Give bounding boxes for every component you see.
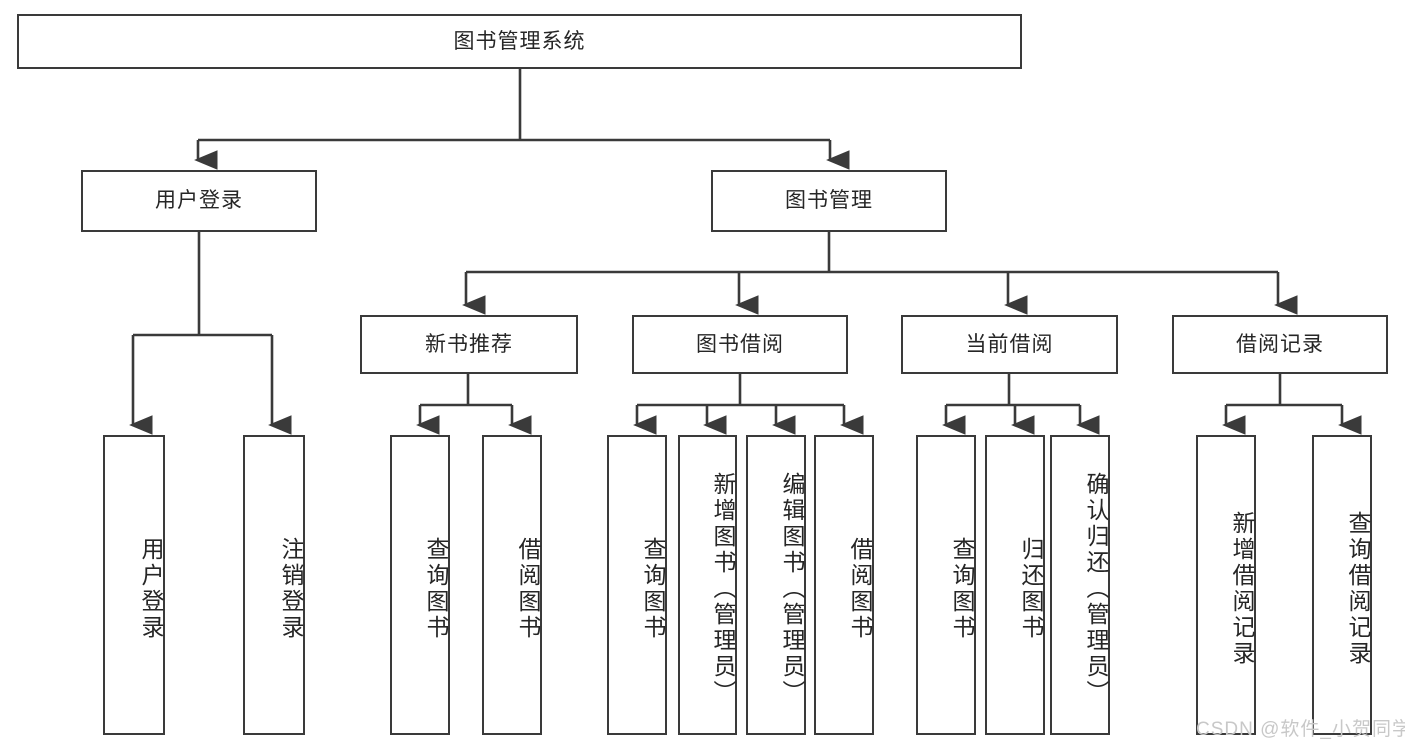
leaf-return-book[interactable]: 归还图书	[985, 435, 1045, 735]
node-book-borrow[interactable]: 图书借阅	[632, 315, 848, 374]
leaf-confirm-return-admin[interactable]: 确认归还（管理员）	[1050, 435, 1110, 735]
leaf-add-borrow-record-label: 新增借阅记录	[1229, 511, 1255, 667]
node-user-login-label: 用户登录	[155, 189, 243, 213]
leaf-search-book-current[interactable]: 查询图书	[916, 435, 976, 735]
leaf-borrow-book-label: 借阅图书	[847, 537, 873, 641]
leaf-search-book-borrow[interactable]: 查询图书	[607, 435, 667, 735]
leaf-confirm-return-admin-label: 确认归还（管理员）	[1083, 472, 1109, 706]
leaf-search-book-current-label: 查询图书	[949, 537, 975, 641]
leaf-add-book-admin-label: 新增图书（管理员）	[710, 472, 736, 706]
leaf-add-book-admin[interactable]: 新增图书（管理员）	[678, 435, 737, 735]
node-user-login[interactable]: 用户登录	[81, 170, 317, 232]
leaf-borrow-book-recommend[interactable]: 借阅图书	[482, 435, 542, 735]
node-root-label: 图书管理系统	[453, 29, 586, 53]
node-borrow-record[interactable]: 借阅记录	[1172, 315, 1388, 374]
leaf-user-login[interactable]: 用户登录	[103, 435, 165, 735]
node-book-management[interactable]: 图书管理	[711, 170, 947, 232]
leaf-logout-label: 注销登录	[278, 537, 304, 641]
leaf-return-book-label: 归还图书	[1018, 537, 1044, 641]
leaf-search-book-recommend[interactable]: 查询图书	[390, 435, 450, 735]
node-book-management-label: 图书管理	[785, 189, 873, 213]
node-current-borrow[interactable]: 当前借阅	[901, 315, 1118, 374]
leaf-search-book-recommend-label: 查询图书	[423, 537, 449, 641]
node-new-book-recommend-label: 新书推荐	[425, 332, 513, 356]
leaf-search-borrow-record-label: 查询借阅记录	[1345, 511, 1371, 667]
leaf-borrow-book-recommend-label: 借阅图书	[515, 537, 541, 641]
node-book-borrow-label: 图书借阅	[696, 332, 784, 356]
leaf-add-borrow-record[interactable]: 新增借阅记录	[1196, 435, 1256, 735]
node-root[interactable]: 图书管理系统	[17, 14, 1022, 69]
leaf-user-login-label: 用户登录	[138, 537, 164, 641]
leaf-borrow-book[interactable]: 借阅图书	[814, 435, 874, 735]
leaf-edit-book-admin[interactable]: 编辑图书（管理员）	[746, 435, 806, 735]
node-borrow-record-label: 借阅记录	[1236, 332, 1324, 356]
leaf-search-book-borrow-label: 查询图书	[640, 537, 666, 641]
csdn-watermark: CSDN @软件_小贺同学	[1196, 719, 1405, 740]
leaf-search-borrow-record[interactable]: 查询借阅记录	[1312, 435, 1372, 735]
node-current-borrow-label: 当前借阅	[965, 332, 1054, 356]
node-new-book-recommend[interactable]: 新书推荐	[360, 315, 578, 374]
leaf-logout[interactable]: 注销登录	[243, 435, 305, 735]
leaf-edit-book-admin-label: 编辑图书（管理员）	[779, 472, 805, 706]
